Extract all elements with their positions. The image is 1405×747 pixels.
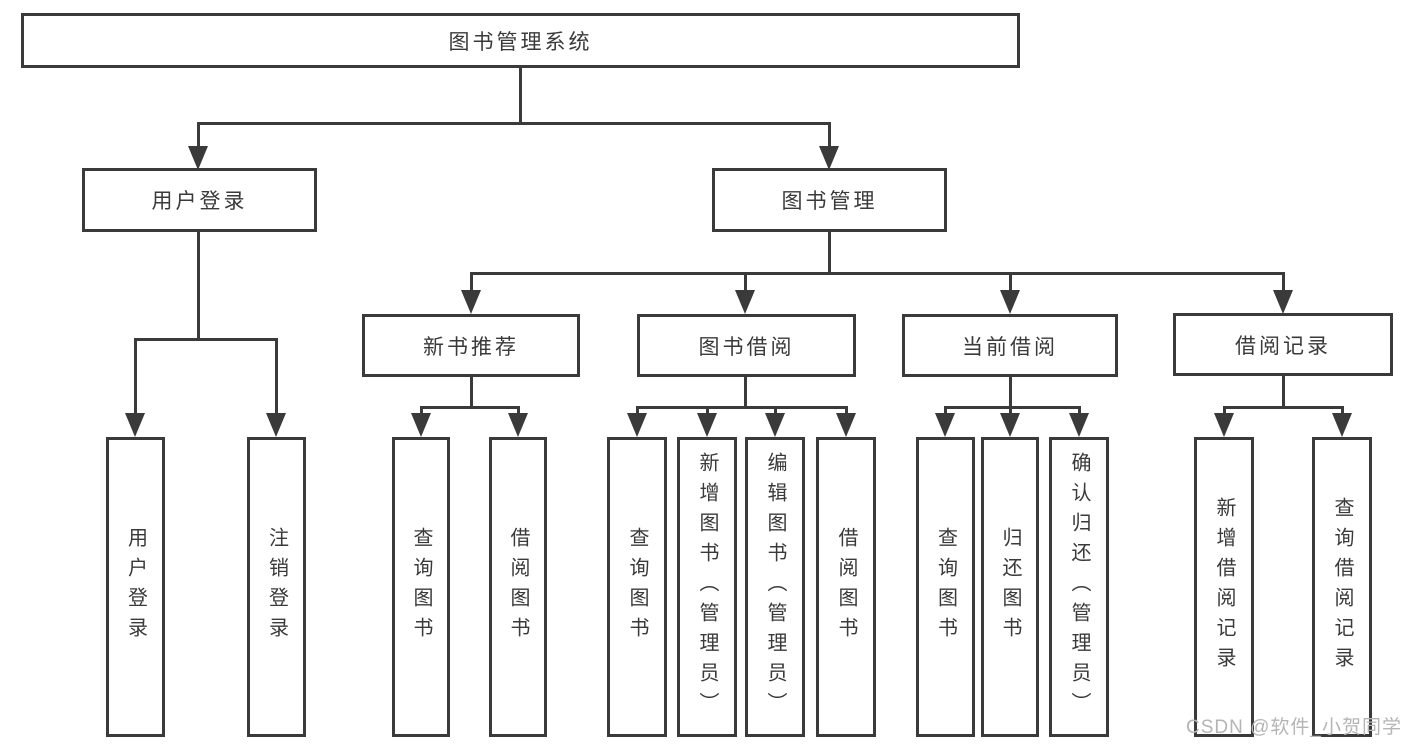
connector-line — [845, 406, 848, 415]
arrowhead-down — [188, 146, 208, 170]
leaf-current-query-books: 查询图书 — [916, 437, 975, 737]
connector-line — [1282, 272, 1285, 292]
node-book-management: 图书管理 — [712, 168, 947, 232]
leaf-borrowing-query-books: 查询图书 — [607, 437, 667, 737]
arrowhead-down — [819, 146, 839, 170]
connector-line — [197, 122, 200, 148]
leaf-edit-books-admin: 编辑图书（管理员） — [745, 437, 805, 737]
node-new-book-recommend-label: 新书推荐 — [423, 335, 519, 359]
connector-line — [774, 406, 777, 415]
connector-line — [828, 232, 831, 272]
leaf-logout-label: 注销登录 — [265, 527, 288, 647]
leaf-user-login: 用户登录 — [106, 437, 165, 737]
leaf-current-query-books-label: 查询图书 — [934, 527, 957, 647]
arrowhead-down — [735, 290, 755, 314]
arrowhead-down — [266, 413, 286, 437]
arrowhead-down — [697, 413, 717, 437]
leaf-add-borrow-record: 新增借阅记录 — [1194, 437, 1254, 737]
connector-line — [420, 406, 423, 415]
connector-line — [1282, 375, 1285, 406]
node-current-borrowing-label: 当前借阅 — [962, 335, 1058, 359]
node-current-borrowing: 当前借阅 — [902, 314, 1118, 377]
arrowhead-down — [411, 413, 431, 437]
leaf-confirm-return-admin-label: 确认归还（管理员） — [1068, 452, 1090, 722]
node-book-management-label: 图书管理 — [781, 190, 878, 213]
connector-line — [1341, 406, 1344, 415]
node-borrowing-records: 借阅记录 — [1173, 313, 1393, 376]
leaf-recommend-query-books: 查询图书 — [392, 437, 450, 737]
leaf-borrowing-query-books-label: 查询图书 — [626, 527, 648, 647]
arrowhead-down — [461, 290, 481, 314]
connector-line — [944, 406, 1081, 409]
connector-line — [197, 232, 200, 338]
connector-line — [1009, 272, 1012, 292]
node-root-label: 图书管理系统 — [448, 30, 593, 54]
leaf-confirm-return-admin: 确认归还（管理员） — [1049, 437, 1109, 737]
node-user-login: 用户登录 — [82, 168, 317, 232]
leaf-user-login-label: 用户登录 — [124, 527, 147, 647]
leaf-return-books-label: 归还图书 — [999, 527, 1021, 647]
connector-line — [744, 377, 747, 406]
node-user-login-label: 用户登录 — [151, 190, 248, 213]
arrowhead-down — [1214, 413, 1234, 437]
arrowhead-down — [1273, 290, 1293, 314]
arrowhead-down — [765, 413, 785, 437]
connector-line — [706, 406, 709, 415]
connector-line — [470, 272, 473, 292]
leaf-borrowing-borrow-books: 借阅图书 — [816, 437, 876, 737]
leaf-edit-books-admin-label: 编辑图书（管理员） — [764, 452, 786, 722]
leaf-add-borrow-record-label: 新增借阅记录 — [1213, 497, 1235, 677]
leaf-query-borrow-record: 查询借阅记录 — [1312, 437, 1372, 737]
connector-line — [420, 406, 520, 409]
connector-line — [1078, 406, 1081, 415]
connector-line — [1223, 406, 1226, 415]
leaf-add-books-admin-label: 新增图书（管理员） — [696, 452, 718, 722]
connector-line — [1009, 406, 1012, 415]
connector-line — [470, 272, 1284, 275]
connector-line — [134, 338, 137, 415]
connector-line — [275, 338, 278, 415]
leaf-return-books: 归还图书 — [981, 437, 1039, 737]
connector-line — [519, 68, 522, 122]
arrowhead-down — [627, 413, 647, 437]
arrowhead-down — [836, 413, 856, 437]
arrowhead-down — [1332, 413, 1352, 437]
leaf-logout: 注销登录 — [247, 437, 306, 737]
arrowhead-down — [508, 413, 528, 437]
connector-line — [517, 406, 520, 415]
connector-line — [744, 272, 747, 292]
leaf-add-books-admin: 新增图书（管理员） — [677, 437, 737, 737]
connector-line — [944, 406, 947, 415]
leaf-query-borrow-record-label: 查询借阅记录 — [1331, 497, 1353, 677]
connector-line — [636, 406, 639, 415]
arrowhead-down — [1000, 290, 1020, 314]
arrowhead-down — [1069, 413, 1089, 437]
node-new-book-recommend: 新书推荐 — [362, 314, 580, 377]
connector-line — [197, 122, 831, 125]
leaf-recommend-query-books-label: 查询图书 — [410, 527, 432, 647]
connector-line — [636, 406, 848, 409]
leaf-recommend-borrow-books-label: 借阅图书 — [507, 527, 529, 647]
node-book-borrowing: 图书借阅 — [637, 314, 856, 377]
csdn-watermark: CSDN @软件_小贺同学 — [1186, 717, 1402, 738]
arrowhead-down — [1000, 413, 1020, 437]
connector-line — [1009, 377, 1012, 406]
connector-line — [470, 377, 473, 406]
node-book-borrowing-label: 图书借阅 — [698, 335, 795, 359]
node-root: 图书管理系统 — [21, 13, 1020, 68]
leaf-recommend-borrow-books: 借阅图书 — [489, 437, 547, 737]
connector-line — [134, 338, 278, 341]
arrowhead-down — [935, 413, 955, 437]
connector-line — [828, 122, 831, 148]
node-borrowing-records-label: 借阅记录 — [1235, 334, 1331, 358]
connector-line — [1223, 406, 1344, 409]
arrowhead-down — [125, 413, 145, 437]
leaf-borrowing-borrow-books-label: 借阅图书 — [835, 527, 857, 647]
